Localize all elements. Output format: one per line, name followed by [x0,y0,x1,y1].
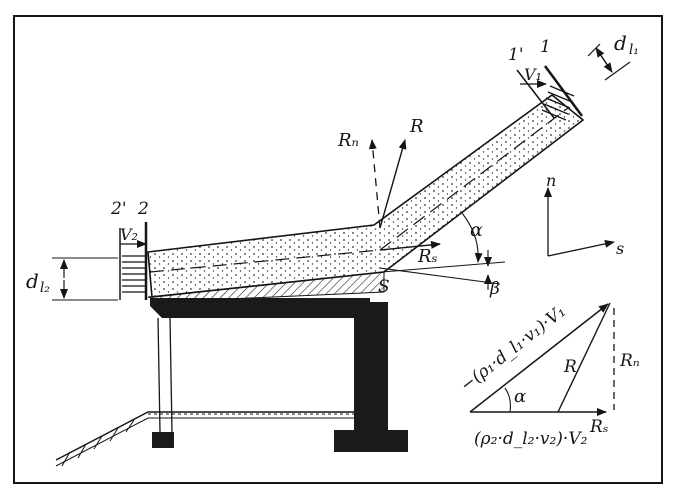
label-v1: V₁ [524,65,542,84]
label-d-l2: dl₂ [26,269,50,296]
label-momentum-1: −(ρ₁·d_l₁·v₁)·V₁ [457,302,570,396]
dimension-d-l2 [52,257,118,301]
dimension-d-l1 [587,43,631,81]
label-triangle-r: R [563,357,577,377]
section-1 [516,65,584,121]
label-alpha: α [470,219,483,241]
outer-frame [13,15,663,484]
label-beta: β [489,279,500,299]
section-2 [119,222,148,300]
label-rn: Rₙ [337,130,359,151]
force-triangle [469,302,615,416]
label-rs: Rₛ [417,246,438,267]
label-r: R [409,116,424,137]
label-section-2-prime: 2' [110,199,127,219]
coordinate-axes [544,187,615,257]
label-triangle-rn: Rₙ [619,351,640,371]
label-momentum-2: (ρ₂·d_l₂·v₂)·V₂ [474,429,588,449]
label-triangle-alpha: α [514,386,526,407]
label-section-1-prime: 1' [508,45,524,65]
support-structure [147,271,408,452]
label-point-s: S [378,277,390,297]
label-axis-n: n [546,171,556,190]
angle-construction [379,212,506,290]
ground [55,411,354,467]
label-section-2: 2 [137,199,149,219]
force-vectors [368,139,441,251]
label-triangle-rs: Rₛ [589,417,609,437]
jet-body [147,93,585,298]
label-v2: V₂ [120,225,138,244]
label-section-1: 1 [540,37,551,57]
label-axis-s: s [616,239,624,258]
